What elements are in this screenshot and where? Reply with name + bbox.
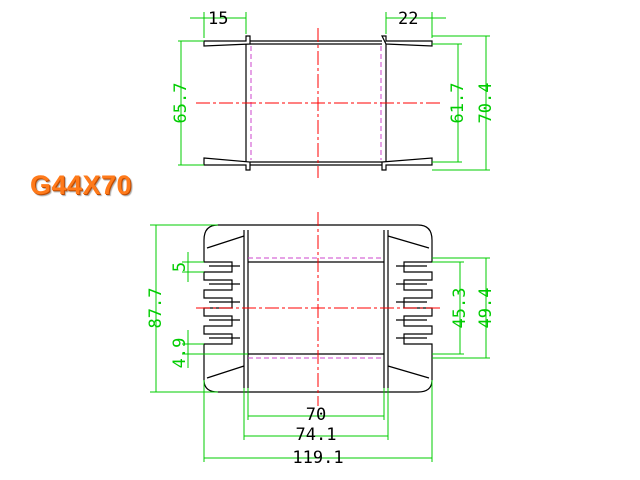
front-view-left-slots	[209, 265, 240, 339]
dim-top-width-right: 22	[398, 9, 418, 29]
front-view-center-lines	[196, 212, 440, 406]
front-view-chamfer-bl	[206, 365, 245, 379]
dim-top-inner-height-right: 61.7	[448, 83, 468, 124]
dim-front-outer-window-height: 49.4	[476, 288, 496, 329]
dim-top-width-left: 15	[208, 9, 228, 29]
model-label: G44X70	[30, 170, 133, 200]
top-view-lower-flange-right	[381, 157, 433, 171]
dim-front-outer-window-width: 74.1	[296, 425, 337, 445]
dim-front-window-width: 70	[306, 405, 326, 425]
dim-top-inner-height: 65.7	[171, 83, 191, 124]
front-view-chamfer-tr	[387, 235, 430, 249]
front-view-chamfer-br	[387, 365, 430, 379]
top-view-lower-flange	[203, 157, 251, 171]
dim-front-window-height: 45.3	[450, 288, 470, 329]
top-view-center-lines	[196, 28, 440, 178]
front-view-right-slots	[396, 265, 427, 339]
top-view-upper-flange-right	[381, 35, 433, 47]
top-view-upper-flange	[203, 35, 251, 47]
dim-front-overall-width: 119.1	[292, 448, 343, 468]
front-view-chamfer-tl	[206, 235, 245, 249]
dim-front-slot-pitch: 5	[170, 262, 190, 272]
front-view-hidden-lines	[248, 257, 384, 359]
front-view-dimensions	[150, 224, 490, 462]
front-view	[203, 224, 433, 393]
dim-top-outer-height: 70.4	[476, 83, 496, 124]
dim-front-lower-offset: 4.9	[170, 338, 190, 369]
dim-front-overall-height: 87.7	[146, 288, 166, 329]
top-view-dimensions	[178, 12, 490, 171]
